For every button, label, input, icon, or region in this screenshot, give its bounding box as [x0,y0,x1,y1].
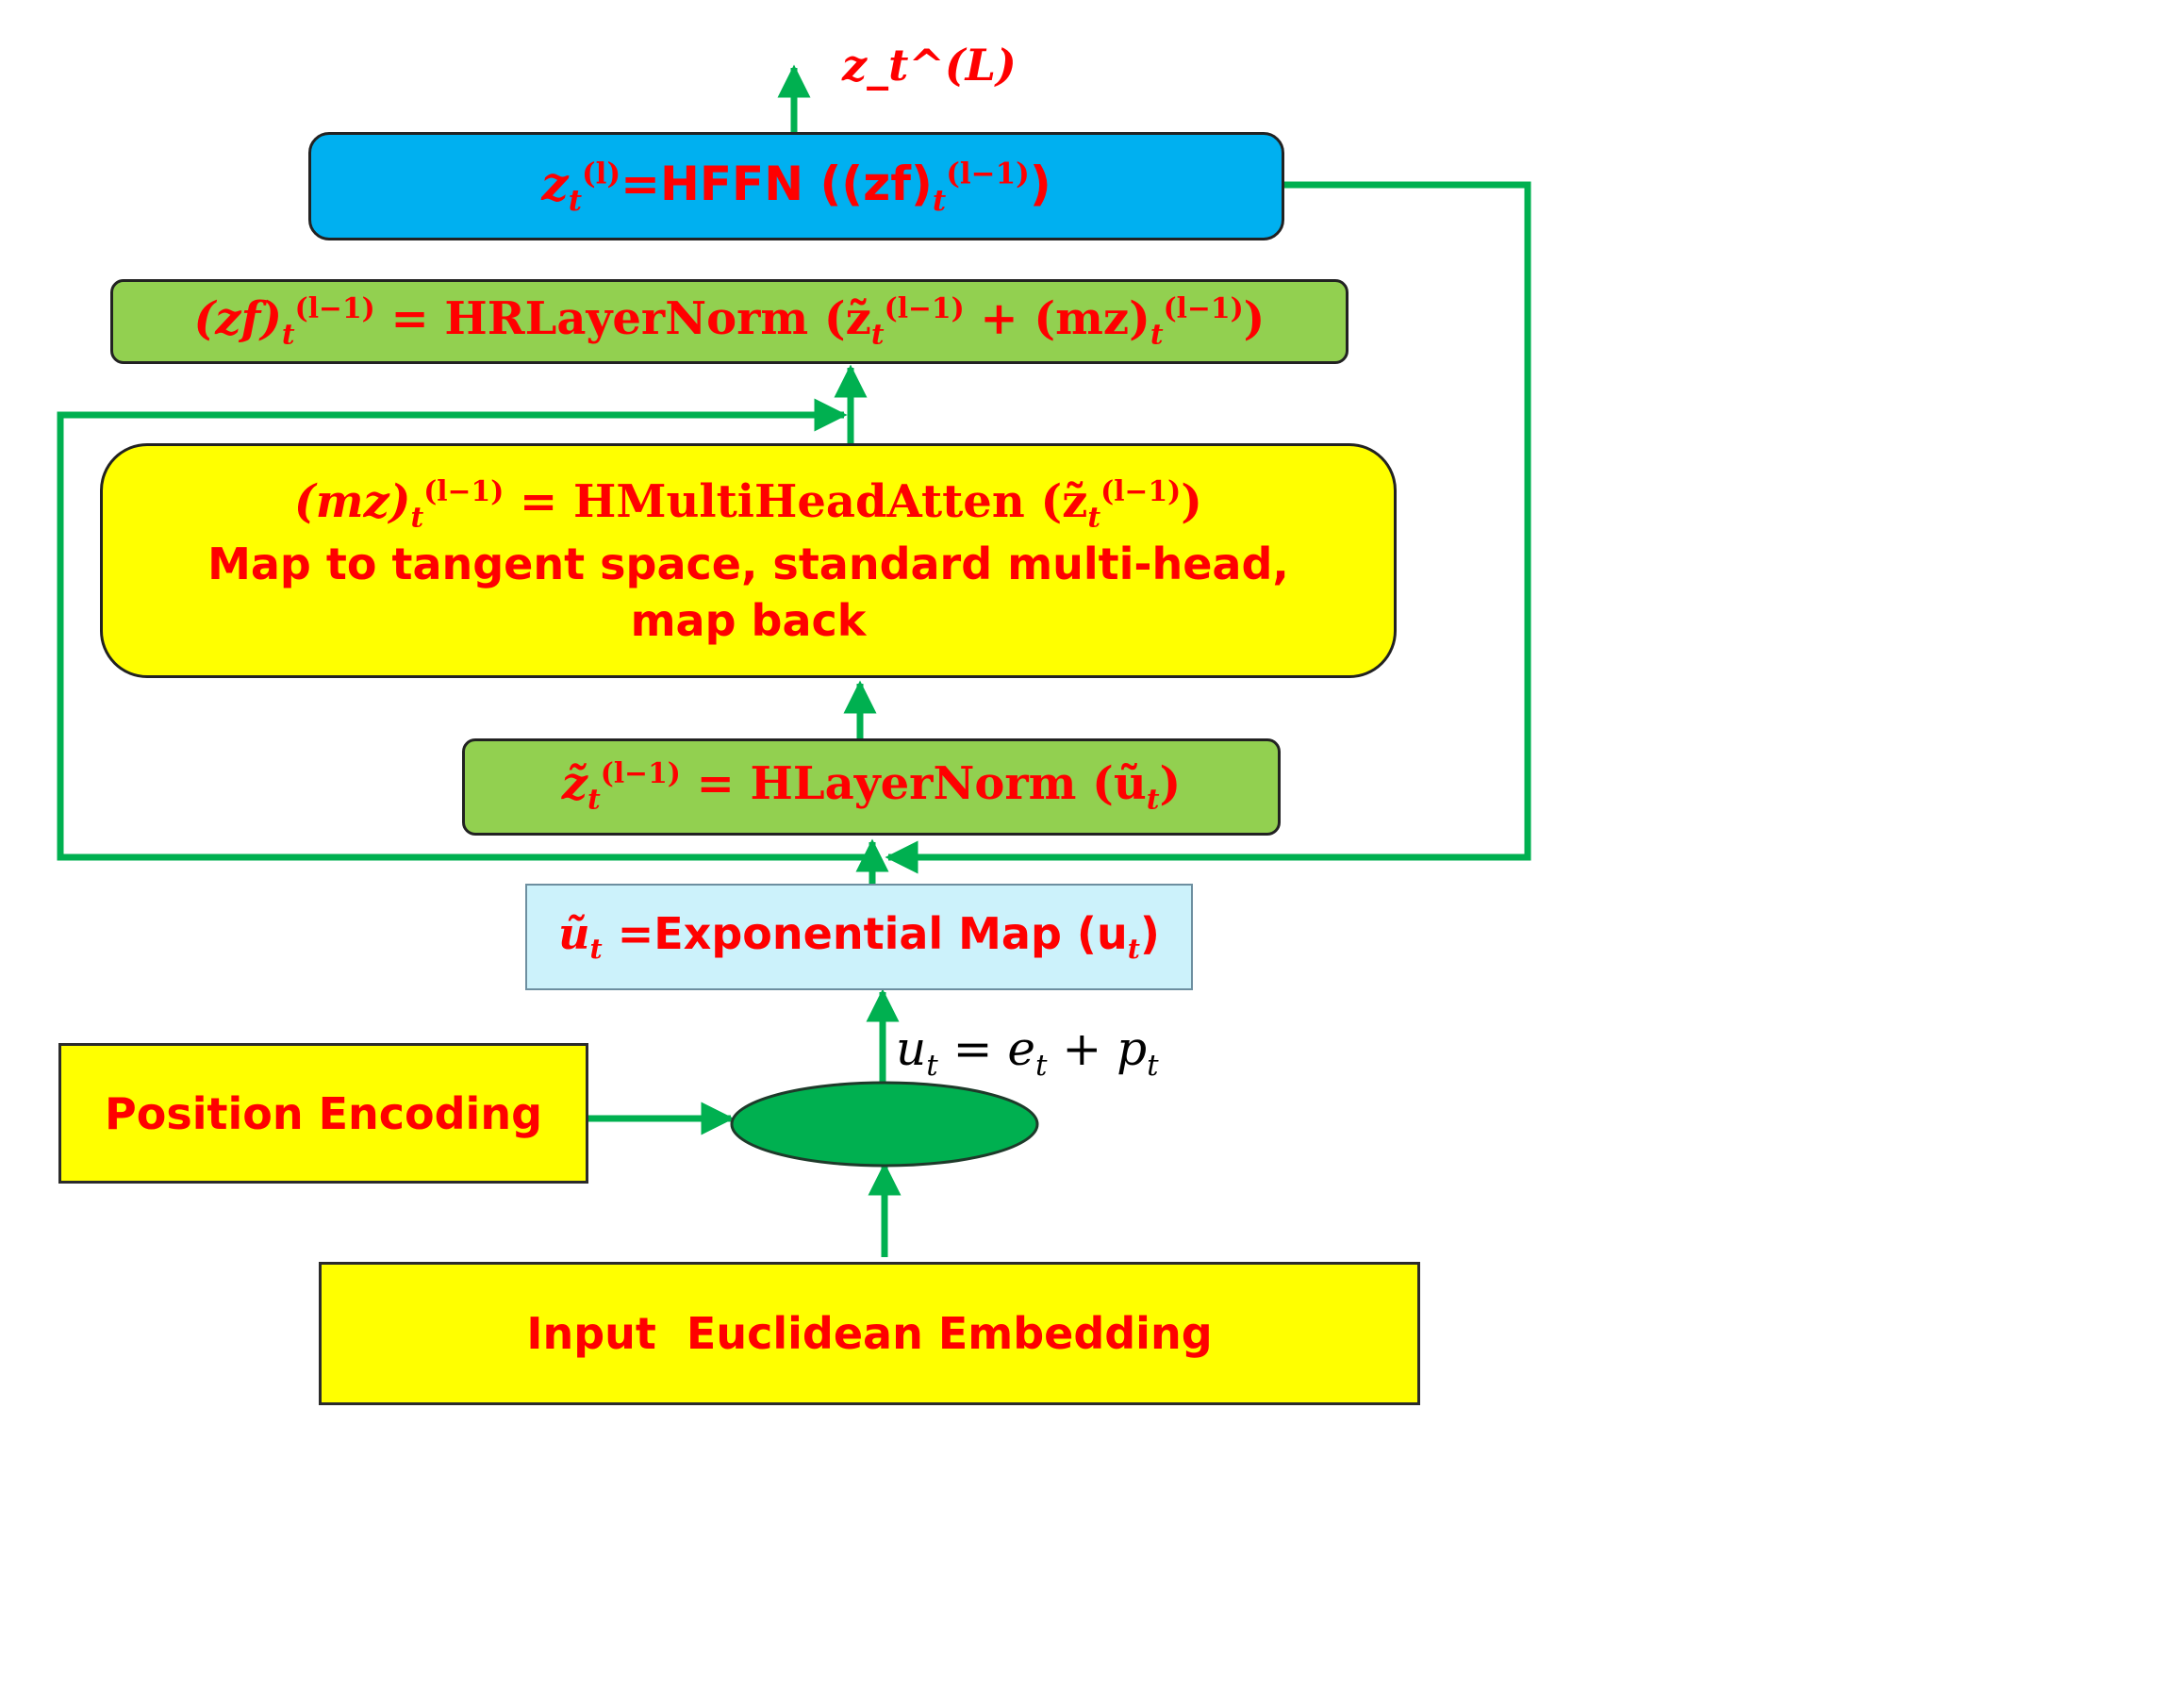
expmap-mid: =Exponential Map (u [602,908,1128,960]
hrnorm-plus-sup: (l−1) [1163,291,1244,325]
sum-u: u [896,1021,927,1076]
hffn-lhs-sup: (l) [582,157,621,191]
attention-mid-sup: (l−1) [1100,474,1182,508]
hffn-text-sup: (l−1) [946,157,1030,191]
sum-plus: + p [1047,1021,1148,1076]
output-label: z_t^(L) [842,40,1017,91]
attention-close: ) [1181,474,1202,528]
sum-e-sub: t [1034,1049,1048,1083]
position-encoding-box: Position Encoding [58,1043,588,1184]
hnorm-lhs-sub: t [587,783,601,817]
hrnorm-close: ) [1243,291,1266,345]
sum-p-sub: t [1147,1049,1159,1083]
position-encoding-label: Position Encoding [105,1087,542,1139]
hrnorm-lhs-sub: t [281,318,295,352]
expmap-close: ) [1139,908,1160,960]
attention-lhs-sub: t [410,501,424,535]
hnorm-mid-sub: t [1146,783,1160,817]
hffn-text-sub: t [932,183,947,218]
sum-equation: ut = et + pt [896,1021,1159,1083]
sum-u-sub: t [926,1049,938,1083]
hrnorm-plus-sub: t [1150,318,1164,352]
expmap-box: ũt =Exponential Map (ut) [525,884,1193,990]
output-label-text: z_t^(L) [842,40,1017,91]
attention-desc-line2: map back [630,594,867,646]
sum-node [730,1081,1039,1168]
input-embedding-box: Input Euclidean Embedding [319,1262,1420,1405]
hlayernorm-equation: z̃t(l−1) = HLayerNorm (ũt) [562,754,1181,819]
attention-lhs: (mz) [294,474,411,528]
hffn-text: =HFFN ((zf) [620,156,933,211]
hrlayernorm-box: (zf)t(l−1) = HRLayerNorm (z̃t(l−1) + (mz… [110,279,1348,364]
expmap-equation: ũt =Exponential Map (ut) [558,906,1160,967]
attention-mid: = HMultiHeadAtten (z̃ [504,474,1088,528]
hnorm-lhs: z̃ [561,757,588,811]
hffn-close: ) [1029,156,1051,211]
hnorm-mid: = HLayerNorm (ũ [680,757,1147,811]
hrnorm-mid-sub: t [870,318,885,352]
hlayernorm-box: z̃t(l−1) = HLayerNorm (ũt) [462,738,1281,836]
hnorm-lhs-sup: (l−1) [600,757,681,791]
attention-mid-sub: t [1087,501,1101,535]
hffn-box: zt(l)=HFFN ((zf)t(l−1)) [308,132,1284,240]
hrlayernorm-equation: (zf)t(l−1) = HRLayerNorm (z̃t(l−1) + (mz… [194,290,1266,354]
sum-eq: = e [937,1021,1035,1076]
hffn-lhs-sub: t [568,183,583,218]
residual-left-connector [57,398,872,861]
hrnorm-plus: + (mz) [964,291,1150,345]
attention-box: (mz)t(l−1) = HMultiHeadAtten (z̃t(l−1)) … [100,443,1397,678]
hrnorm-lhs-sup: (l−1) [294,291,375,325]
hffn-equation: zt(l)=HFFN ((zf)t(l−1)) [541,153,1051,220]
hrnorm-mid: = HRLayerNorm (z̃ [374,291,871,345]
attention-lhs-sup: (l−1) [423,474,505,508]
expmap-lhs-sub: t [589,933,603,966]
expmap-lhs: ũ [558,908,590,960]
expmap-mid-sub: t [1127,933,1140,966]
hffn-lhs: z [541,155,569,211]
hrnorm-lhs: (zf) [193,291,282,345]
hrnorm-mid-sup: (l−1) [884,291,965,325]
input-embedding-label: Input Euclidean Embedding [526,1308,1213,1359]
hnorm-close: ) [1159,757,1182,811]
attention-desc-line1: Map to tangent space, standard multi-hea… [207,538,1289,589]
hffn-loop-connector [885,181,1531,874]
attention-equation: (mz)t(l−1) = HMultiHeadAtten (z̃t(l−1)) [294,472,1202,537]
